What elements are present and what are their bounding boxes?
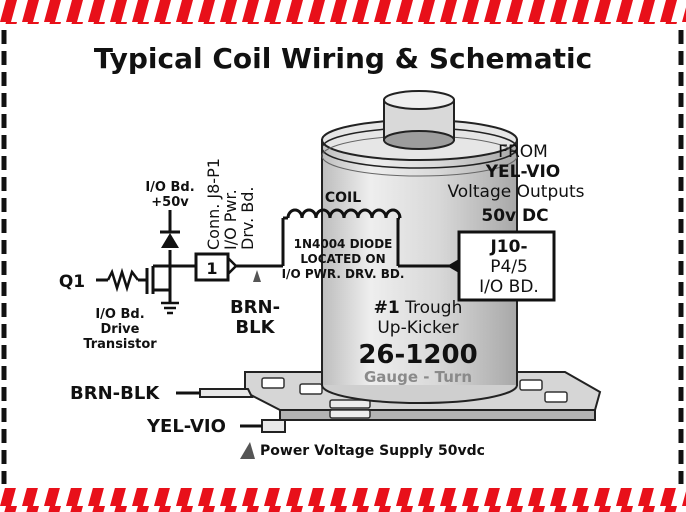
io-pwr-label: I/O Pwr. <box>221 189 240 250</box>
conn-j8-label: Conn. J8-P1 <box>204 158 223 250</box>
bottom-stripe-border <box>0 488 686 512</box>
j10-line3: I/O BD. <box>479 277 539 297</box>
q1-label: Q1 <box>59 272 85 292</box>
coil-label: COIL <box>325 190 361 206</box>
connector-j8-p1: 1 <box>194 252 238 282</box>
drive-note-line1: I/O Bd. <box>95 307 144 322</box>
lug-terminal-yel-vio <box>240 419 286 433</box>
gauge-turn-label: Gauge - Turn <box>364 368 472 386</box>
coil-inductor-symbol <box>283 208 402 220</box>
io-bd-label: I/O Bd. <box>145 180 194 195</box>
schematic-wiring <box>96 210 455 300</box>
diode-note-line3: I/O PWR. DRV. BD. <box>282 267 405 281</box>
brn-blk-wire-label-1: BRN- <box>230 297 280 318</box>
j10-line2: P4/5 <box>490 257 528 277</box>
brn-blk-wire-label-2: BLK <box>235 317 275 338</box>
yel-vio-source-label: YEL-VIO <box>485 162 561 182</box>
drive-note-line3: Transistor <box>83 337 157 352</box>
lug-terminal-brn-blk <box>176 388 254 398</box>
conn-rotated-labels: Conn. J8-P1 I/O Pwr. Drv. Bd. <box>204 158 257 250</box>
svg-text:1: 1 <box>206 259 217 278</box>
power-supply-arrow-icon <box>240 442 255 459</box>
drive-transistor <box>145 268 172 302</box>
page-title: Typical Coil Wiring & Schematic <box>94 42 592 75</box>
ground-symbol <box>161 301 179 315</box>
diode-note-line1: 1N4004 DIODE <box>294 237 393 251</box>
from-label: FROM <box>498 142 548 162</box>
part-number-label: 26-1200 <box>358 340 477 370</box>
lug-brn-blk-label: BRN-BLK <box>70 383 160 404</box>
drive-note-line2: Drive <box>101 322 140 337</box>
v50-dc-label: 50v DC <box>481 206 548 226</box>
lug-yel-vio-label: YEL-VIO <box>146 416 226 437</box>
plus-50v-label: +50v <box>151 195 189 210</box>
diode-note-line2: LOCATED ON <box>300 252 385 266</box>
j10-arrow-icon <box>447 259 459 273</box>
top-stripe-border <box>0 0 686 24</box>
drv-bd-label: Drv. Bd. <box>238 186 257 250</box>
gate-resistor <box>106 267 139 293</box>
upkicker-label: Up-Kicker <box>377 318 458 338</box>
power-supply-label: Power Voltage Supply 50vdc <box>260 443 485 459</box>
connector-arrow-icon <box>253 270 261 282</box>
trough-label: #1 Trough <box>374 298 463 318</box>
protection-diode <box>160 230 180 248</box>
j10-line1: J10- <box>489 237 527 257</box>
voltage-outputs-label: Voltage Outputs <box>447 182 584 202</box>
connector-j10-box <box>457 230 556 302</box>
coil-body <box>321 90 518 404</box>
